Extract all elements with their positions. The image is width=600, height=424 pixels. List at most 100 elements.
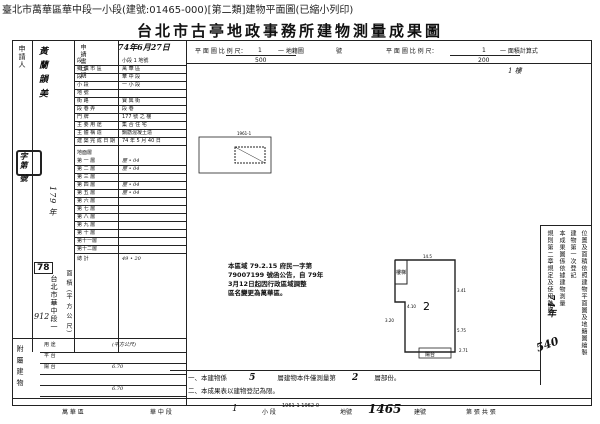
form-row-value: 華 中 段 xyxy=(122,74,141,80)
left-col-divider-3 xyxy=(118,40,119,352)
plan-scale-fraction-line xyxy=(226,55,296,56)
floor-plan: 2 樓梯 陽台 14.5 3.41 5.75 3.20 4.10 2.71 xyxy=(385,254,468,359)
bottom-note-1-suffix: 層部份。 xyxy=(374,374,401,382)
form-row-line xyxy=(74,121,186,122)
form-row-value: 寶 興 街 xyxy=(122,98,141,104)
form-row-value: 177 號 之 樓 xyxy=(122,114,152,120)
dim-step: 4.10 xyxy=(407,304,416,309)
plan-scale-unit: 一 地籍圖 xyxy=(278,48,304,55)
form-row-line xyxy=(74,89,186,90)
announcement-note: 本區域 79.2.15 府民一字第 79007199 號函公告，自 79年 3月… xyxy=(228,262,323,298)
left-handwriting-number: 912 xyxy=(34,312,50,321)
plan-scale-label: 平 面 圖 比 例 尺： xyxy=(195,48,247,55)
floor-row-line xyxy=(74,237,186,238)
attached-row-value: (平方公尺) xyxy=(112,342,136,348)
floor-plan-outline xyxy=(394,259,456,353)
floor-label: 第 一 層 xyxy=(77,158,96,164)
balcony-box xyxy=(418,347,452,359)
dim-top: 14.5 xyxy=(423,254,432,259)
bottom-note-1-mid: 層建物本件僅測量第 xyxy=(277,374,336,382)
footer-top-line xyxy=(12,398,592,399)
attached-row-value: 6.70 xyxy=(112,364,124,370)
page-title: 台北市古亭地政事務所建物測量成果圖 xyxy=(136,22,443,40)
attached-label: 附 屬 建 物 xyxy=(16,345,24,387)
floor-row-line xyxy=(74,253,186,254)
footer-land-handwritten: 1465 xyxy=(368,402,402,416)
form-row-value: 74 年 5 月 40 日 xyxy=(122,138,161,144)
footer-small-notes: 1961-1 1962-0 xyxy=(282,403,320,409)
bottom-note-1: 一、本建物係 5 層建物本件僅測量第 2 層部份。 xyxy=(188,373,401,383)
announcement-line-2: 79007199 號函公告，自 79年 xyxy=(228,271,324,279)
footer-sequence: 第 張 共 張 xyxy=(466,409,496,416)
plan-scale-den: 500 xyxy=(255,57,267,64)
announcement-line-4: 區名變更為萬華區。 xyxy=(228,289,287,297)
applicant-date-value: 74年6月27日 xyxy=(118,42,170,52)
floor-label: 第 十 層 xyxy=(77,230,96,236)
floor-label: 第 四 層 xyxy=(77,182,96,188)
dim-right-low: 5.75 xyxy=(457,328,466,333)
attached-row-line xyxy=(40,396,186,397)
floor-row-line xyxy=(74,165,186,166)
dim-bottom: 2.71 xyxy=(459,348,468,353)
location-scale-unit: 一 面積計算式 xyxy=(500,48,538,55)
parcel-outline xyxy=(198,136,272,174)
floor-label: 第 八 層 xyxy=(77,214,96,220)
floor-label: 第 九 層 xyxy=(77,222,96,228)
room-label: 2 xyxy=(423,300,430,313)
attached-row-line xyxy=(40,385,186,386)
form-row-line xyxy=(74,73,186,74)
floor-label: 第十一層 xyxy=(77,238,98,244)
right-notes-top-border xyxy=(540,225,592,226)
bottom-note-1-value: 5 xyxy=(249,373,256,383)
right-note-col-4: 規則第二章規定及使用執照 xyxy=(546,230,553,314)
form-row-label: 主 要 用 途 xyxy=(77,122,102,128)
form-row-value: 段 巷 xyxy=(122,106,134,112)
balcony-label: 陽台 xyxy=(425,351,435,358)
floor-area-heading: 地面層 xyxy=(77,150,93,156)
form-row-label: 段 xyxy=(77,58,83,64)
location-scale-num: 1 xyxy=(482,47,486,54)
footer-num: 1 xyxy=(232,404,238,414)
floor-value: 屋 • 04 xyxy=(122,190,140,196)
stair-box xyxy=(394,259,408,285)
bottom-note-1-prefix: 一、本建物係 xyxy=(188,374,227,382)
announcement-line-1: 本區域 79.2.15 府民一字第 xyxy=(228,262,313,270)
footer-build-label: 建號 xyxy=(414,409,427,416)
outer-frame xyxy=(12,40,592,406)
form-row-line xyxy=(74,145,186,146)
location-scale-den: 200 xyxy=(478,57,490,64)
attached-row-line xyxy=(40,352,186,353)
left-form-right-border xyxy=(186,40,187,406)
form-row-line xyxy=(74,97,186,98)
floor-note: 1 樓 xyxy=(508,67,522,75)
parcel-diagonal xyxy=(234,146,266,164)
floor-label: 第 二 層 xyxy=(77,166,96,172)
floor-label: 第十二層 xyxy=(77,246,98,252)
scale-row-bottom-line xyxy=(186,63,592,64)
floor-row-line xyxy=(74,205,186,206)
form-row-line xyxy=(74,81,186,82)
document-header: 臺北市萬華區華中段一小段(建號:01465-000)[第二類]建物平面圖(已縮小… xyxy=(2,5,354,16)
floor-label: 第 六 層 xyxy=(77,198,96,204)
right-note-col-2: 建物第一次登記 xyxy=(569,230,576,279)
right-note-col-1: 位置及面積依照建物平面圖及地籍圖繪製 xyxy=(580,230,587,356)
left-stamp-text: 字第 號 xyxy=(19,152,29,183)
floor-row-line xyxy=(74,213,186,214)
floor-row-line xyxy=(74,181,186,182)
form-row-line xyxy=(74,137,186,138)
right-note-col-3: 本成果圖係依據建物測量 xyxy=(558,230,565,307)
form-row-value: 萬 華 區 xyxy=(122,66,141,72)
form-row-label: 門 牌 xyxy=(77,114,89,120)
attached-row-label: 陽 台 xyxy=(44,364,56,370)
plan-scale-num: 1 xyxy=(258,47,262,54)
right-stamp: 74年 xyxy=(545,294,555,319)
floor-label: 第 五 層 xyxy=(77,190,96,196)
parcel-building xyxy=(234,146,266,164)
form-row-value: 小段 1 地號 xyxy=(122,58,149,64)
left-handwriting-year: 179 年 xyxy=(48,186,57,217)
floor-row-line xyxy=(74,189,186,190)
area-unit-label: 面 積 (平 方 公 尺) xyxy=(65,270,72,334)
floor-value: 屋 • 04 xyxy=(122,166,140,172)
stair-label: 樓梯 xyxy=(396,269,406,276)
floor-row-line xyxy=(74,221,186,222)
